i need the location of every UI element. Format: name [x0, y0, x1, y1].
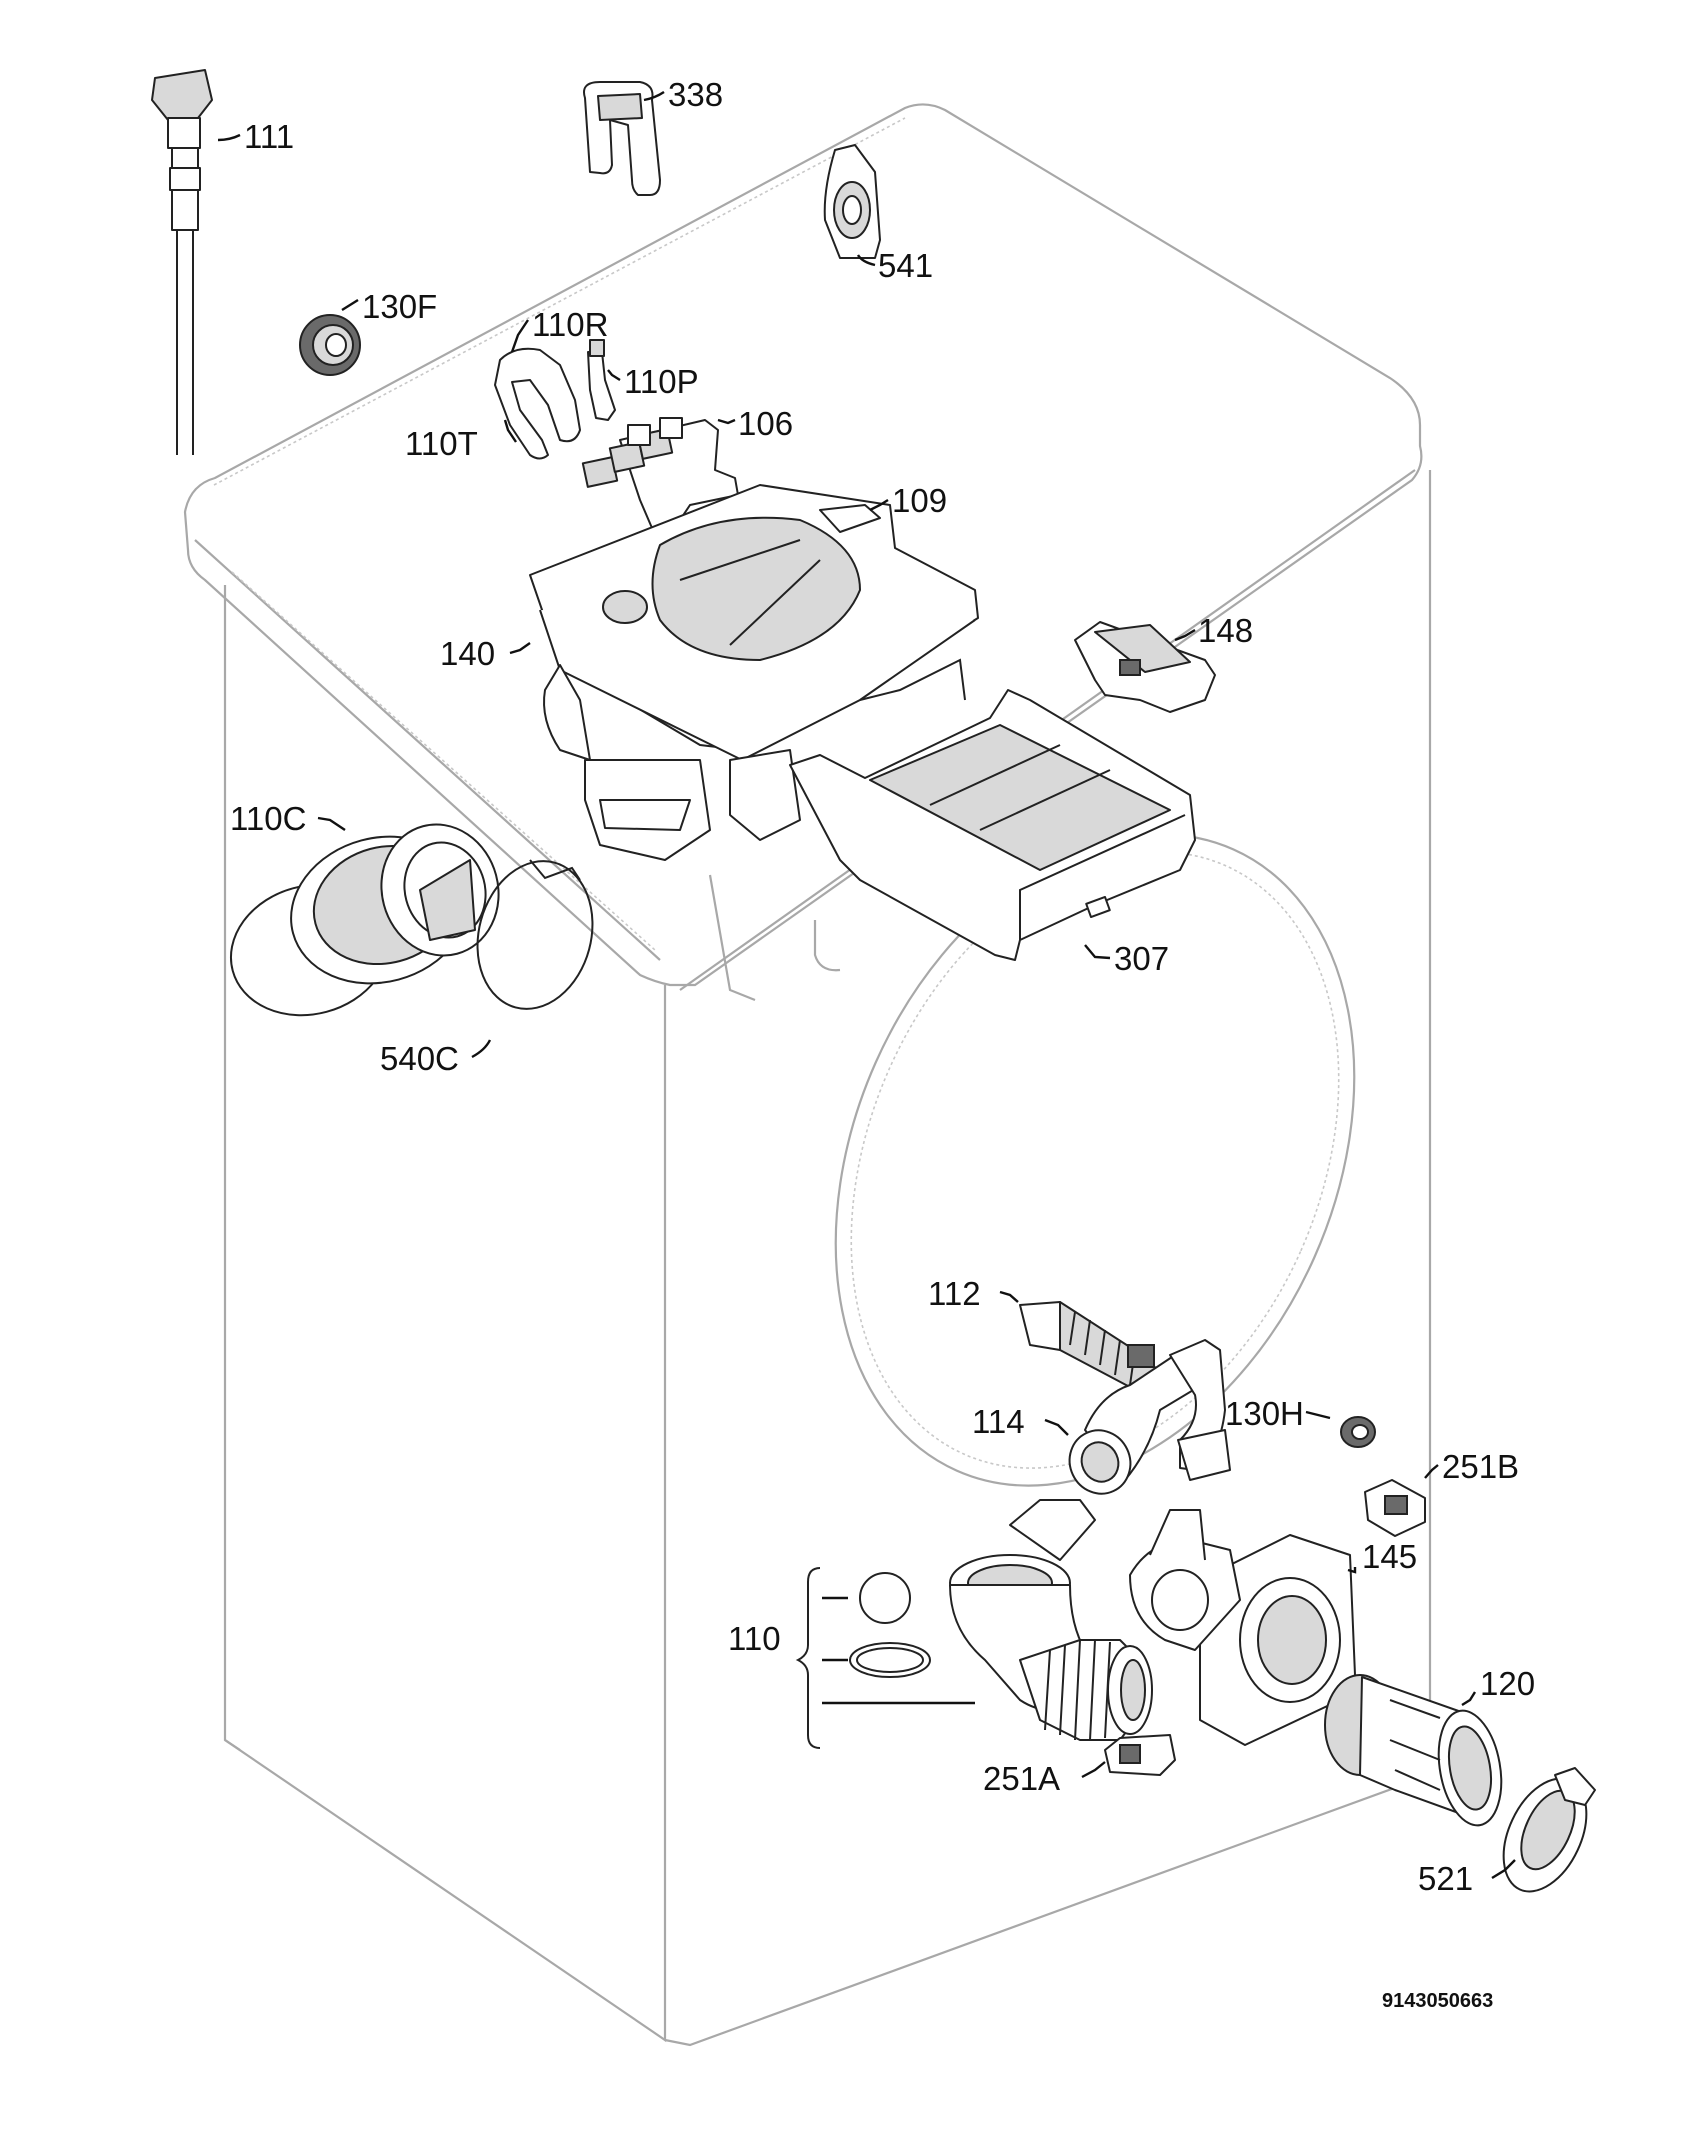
label-114: 114	[972, 1403, 1025, 1440]
cover-clip-541	[823, 144, 881, 259]
label-110P: 110P	[624, 363, 699, 400]
inlet-hose-111	[151, 69, 213, 455]
label-251A: 251A	[983, 1760, 1060, 1797]
label-140: 140	[440, 635, 495, 672]
label-110C: 110C	[230, 800, 306, 837]
clamp-ring-540C	[476, 859, 594, 1010]
clip-251B	[1364, 1479, 1426, 1537]
reference-number: 9143050663	[1382, 1990, 1493, 2012]
label-130F: 130F	[362, 288, 437, 325]
label-251B: 251B	[1442, 1448, 1519, 1485]
label-148: 148	[1198, 612, 1253, 649]
leader-lines	[217, 90, 1516, 1880]
part-labels: 111 338 541 130F 110R 110P 110T 106 109 …	[230, 76, 1535, 1897]
inlet-valve-106	[581, 417, 739, 529]
label-130H: 130H	[1225, 1395, 1304, 1432]
label-521: 521	[1418, 1860, 1473, 1897]
label-111: 111	[244, 118, 294, 155]
detergent-drawer-307	[789, 689, 1196, 961]
dispenser-housing-109-140	[529, 484, 979, 861]
drawer-handle-148	[1074, 621, 1216, 713]
hose-bracket-338	[583, 81, 661, 196]
pump-housing-145	[1129, 1509, 1356, 1746]
hose-112	[1019, 1301, 1161, 1396]
label-110R: 110R	[532, 306, 608, 343]
sump-hose-110	[949, 1499, 1153, 1741]
machine-cabinet	[183, 103, 1432, 2047]
label-112: 112	[928, 1275, 981, 1312]
label-145: 145	[1362, 1538, 1417, 1575]
bellows-110C	[229, 823, 500, 1017]
label-120: 120	[1480, 1665, 1535, 1702]
label-307: 307	[1114, 940, 1169, 977]
pump-filter-120	[1324, 1674, 1503, 1827]
label-540C: 540C	[380, 1040, 459, 1077]
hose-114	[1068, 1339, 1231, 1495]
grommet-130F	[299, 314, 361, 376]
label-338: 338	[668, 76, 723, 113]
item-group-110	[795, 1567, 975, 1749]
flap-521	[1502, 1767, 1596, 1893]
label-110T: 110T	[405, 425, 478, 462]
label-541: 541	[878, 247, 933, 284]
grommet-130H	[1340, 1416, 1376, 1448]
label-109: 109	[892, 482, 947, 519]
clip-251A	[1104, 1734, 1176, 1776]
label-106: 106	[738, 405, 793, 442]
hoses-110R-110P-110T	[494, 339, 616, 460]
label-110: 110	[728, 1620, 781, 1657]
